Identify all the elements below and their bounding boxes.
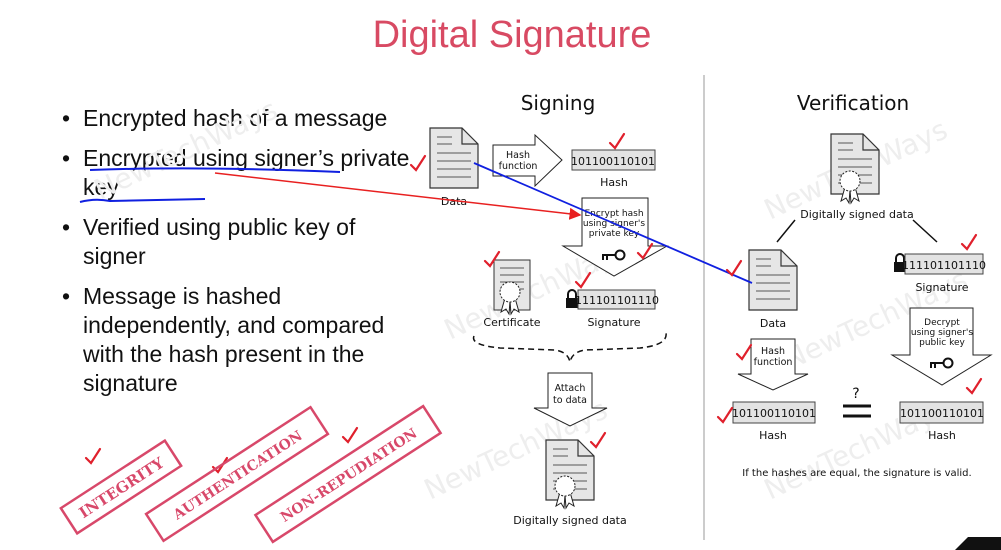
red-arrow [214, 172, 582, 220]
bullet-item: Message is hashed independently, and com… [62, 282, 422, 398]
bullet-item: Encrypted hash of a message [62, 104, 422, 133]
hash-function-text: function [499, 161, 538, 172]
hash-function-arrow [737, 338, 809, 391]
blue-underline [79, 198, 206, 203]
decrypt-arrow [890, 307, 993, 386]
decrypt-text: Decrypt [924, 318, 960, 328]
validity-caption: If the hashes are equal, the signature i… [742, 468, 971, 479]
stamp-integrity: INTEGRITY [59, 438, 183, 536]
check-icon [735, 343, 753, 361]
check-icon [589, 431, 607, 449]
signature-value: 111101101110 [575, 294, 659, 307]
stamp-authentication: AUTHENTICATION [144, 405, 330, 543]
signed-document-icon [545, 439, 595, 509]
hash-label: Hash [600, 176, 628, 189]
signature-label: Signature [915, 281, 968, 294]
encrypt-text: private key [589, 229, 640, 239]
certificate-label: Certificate [483, 316, 540, 329]
attach-arrow [533, 372, 608, 427]
hash-value: 101100110101 [732, 407, 816, 420]
verification-heading: Verification [797, 91, 909, 115]
data-label: Data [441, 195, 467, 208]
decrypt-text: using signer's [911, 328, 973, 338]
slide-title: Digital Signature [372, 14, 652, 56]
hash-label: Hash [928, 429, 956, 442]
split-lines [776, 219, 938, 243]
corner-decoration [955, 537, 1001, 550]
data-label: Data [760, 317, 786, 330]
bullet-list: Encrypted hash of a message Encrypted us… [62, 104, 422, 409]
data-document-icon [748, 249, 798, 311]
signature-box [904, 253, 984, 275]
hash-label: Hash [759, 429, 787, 442]
signed-data-label: Digitally signed data [513, 514, 627, 527]
question-mark: ? [852, 386, 859, 402]
hash-function-arrow [492, 133, 563, 188]
signed-document-icon [830, 133, 880, 204]
hash-box [899, 401, 984, 424]
bullet-item: Encrypted using signer’s private key [62, 144, 422, 202]
check-icon [716, 406, 734, 424]
check-icon [341, 426, 359, 444]
hash-value: 101100110101 [571, 155, 655, 168]
signing-heading: Signing [521, 91, 596, 115]
attach-brace [472, 332, 667, 363]
signature-value: 111101101110 [902, 259, 986, 272]
attach-text: Attach [555, 383, 586, 394]
stamp-non-repudiation: NON-REPUDIATION [253, 404, 443, 544]
signed-data-label: Digitally signed data [800, 208, 914, 221]
data-document-icon [429, 127, 479, 189]
check-icon [965, 377, 983, 395]
hash-box [571, 149, 656, 171]
signature-label: Signature [587, 316, 640, 329]
blue-underline [89, 167, 341, 173]
watermark-text: NewTechWays [89, 93, 282, 207]
check-icon [409, 154, 427, 172]
svg-text:INTEGRITY: INTEGRITY [76, 454, 168, 522]
check-icon [608, 132, 626, 150]
check-icon [960, 233, 978, 251]
hash-function-text: Hash [506, 150, 530, 161]
equals-sign [843, 404, 871, 418]
check-icon [84, 447, 102, 465]
attach-text: to data [553, 395, 587, 406]
hash-function-text: function [754, 357, 793, 368]
decrypt-text: public key [919, 338, 965, 348]
hash-function-text: Hash [761, 346, 785, 357]
blue-line [473, 162, 753, 284]
bullet-item: Verified using public key of signer [62, 213, 422, 271]
check-icon [725, 259, 743, 277]
signature-box [577, 289, 656, 310]
hash-box [732, 401, 816, 424]
hash-value: 101100110101 [900, 407, 984, 420]
certificate-icon [493, 259, 531, 315]
encrypt-text: Encrypt hash [584, 209, 643, 219]
